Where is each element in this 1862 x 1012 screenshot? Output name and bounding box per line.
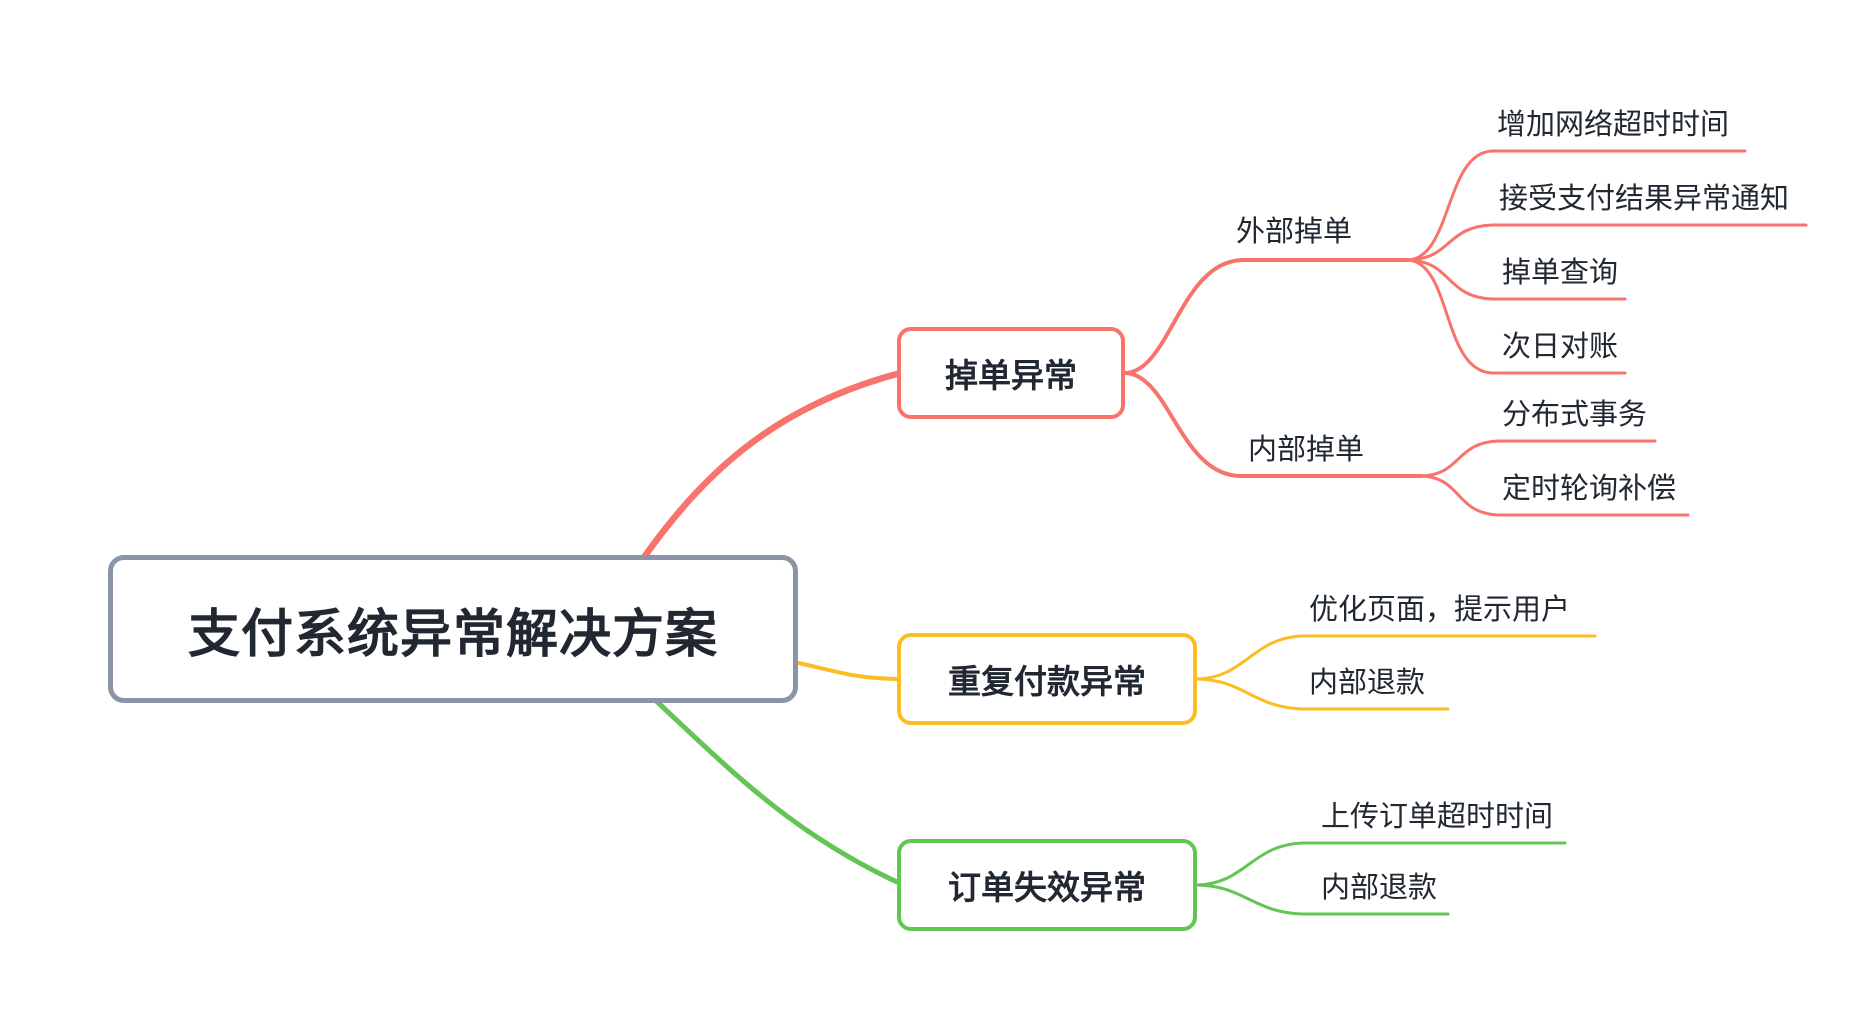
leaf-increase-network-timeout[interactable]: 增加网络超时时间 bbox=[1497, 109, 1730, 141]
subtopic-external-drop[interactable]: 外部掉单 bbox=[1236, 216, 1353, 248]
leaf-distributed-transaction[interactable]: 分布式事务 bbox=[1502, 399, 1648, 431]
root-topic-label: 支付系统异常解决方案 bbox=[187, 605, 718, 664]
edge-duplicate-to-internal-refund bbox=[1195, 677, 1450, 711]
edge-duplicate-to-optimize-page bbox=[1195, 634, 1597, 681]
edge-root-to-order-expire bbox=[649, 694, 900, 885]
topic-duplicate-payment-exception[interactable]: 重复付款异常 bbox=[897, 633, 1197, 725]
edge-order-drop-to-internal bbox=[1123, 371, 1424, 479]
topic-order-expire-exception[interactable]: 订单失效异常 bbox=[897, 839, 1197, 931]
leaf-accept-payment-result-notification[interactable]: 接受支付结果异常通知 bbox=[1499, 183, 1790, 215]
topic-duplicate-payment-label: 重复付款异常 bbox=[948, 663, 1146, 700]
edge-order-drop-to-external bbox=[1123, 258, 1410, 375]
topic-order-drop-label: 掉单异常 bbox=[945, 357, 1077, 394]
edge-expire-to-upload-order-timeout bbox=[1195, 841, 1567, 887]
leaf-optimize-page-prompt-user[interactable]: 优化页面，提示用户 bbox=[1309, 594, 1571, 626]
topic-order-expire-label: 订单失效异常 bbox=[948, 869, 1146, 906]
leaf-internal-refund-expired[interactable]: 内部退款 bbox=[1321, 872, 1438, 904]
root-topic[interactable]: 支付系统异常解决方案 bbox=[108, 555, 798, 703]
edge-expire-to-internal-refund bbox=[1195, 883, 1450, 916]
leaf-upload-order-timeout[interactable]: 上传订单超时时间 bbox=[1321, 801, 1554, 833]
leaf-drop-order-query[interactable]: 掉单查询 bbox=[1502, 257, 1619, 289]
edge-external-to-drop-order-query bbox=[1406, 258, 1627, 301]
leaf-scheduled-polling-compensation[interactable]: 定时轮询补偿 bbox=[1502, 473, 1677, 505]
edge-external-to-next-day-reconciliation bbox=[1406, 258, 1627, 375]
edge-external-to-accept-payment-notification bbox=[1406, 223, 1808, 262]
topic-order-drop-exception[interactable]: 掉单异常 bbox=[897, 327, 1125, 419]
edge-external-to-increase-network-timeout bbox=[1406, 149, 1747, 262]
edge-internal-to-distributed-transaction bbox=[1420, 439, 1657, 478]
edge-internal-to-scheduled-polling bbox=[1420, 474, 1690, 517]
edge-root-to-duplicate-payment bbox=[792, 660, 899, 681]
subtopic-internal-drop[interactable]: 内部掉单 bbox=[1248, 434, 1365, 466]
edge-root-to-order-drop bbox=[638, 370, 901, 564]
leaf-internal-refund-duplicate[interactable]: 内部退款 bbox=[1309, 667, 1426, 699]
leaf-next-day-reconciliation[interactable]: 次日对账 bbox=[1502, 331, 1619, 363]
